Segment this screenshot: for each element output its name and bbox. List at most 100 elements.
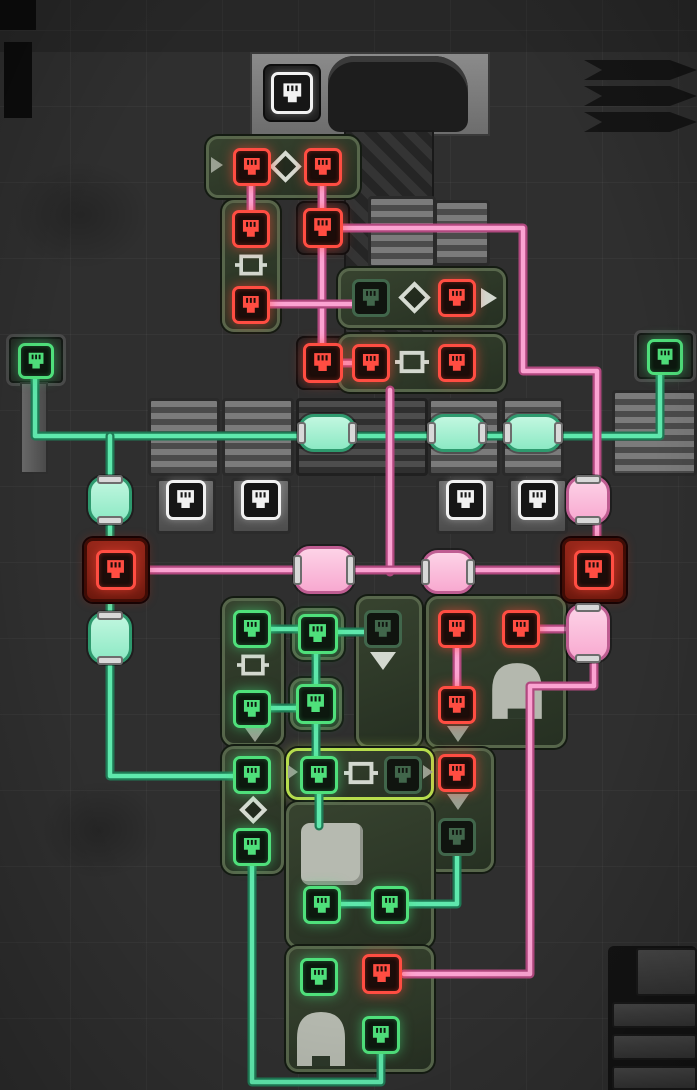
gate-port-inactive[interactable]	[384, 756, 422, 794]
port-plug-icon	[449, 620, 465, 637]
input-arrow	[288, 765, 298, 779]
gate-port-inactive[interactable]	[364, 610, 402, 648]
gate-port-green[interactable]	[233, 756, 271, 794]
box-port-red[interactable]	[96, 550, 136, 590]
gate-port-red[interactable]	[438, 754, 476, 792]
bridge-cap	[427, 421, 436, 445]
wire-bridge-pink[interactable]	[293, 546, 355, 594]
gate-port-red[interactable]	[438, 344, 476, 382]
port-plug-icon	[449, 764, 465, 781]
buffer-symbol	[344, 758, 378, 788]
sensor-port-green[interactable]	[647, 339, 683, 375]
gate-port-green[interactable]	[362, 1016, 400, 1054]
standalone-port-red[interactable]	[303, 343, 343, 383]
buffer-symbol	[395, 347, 429, 377]
port-plug-icon	[375, 620, 391, 637]
wire-bridge-teal[interactable]	[503, 414, 563, 452]
port-plug-icon	[314, 896, 330, 913]
bridge-cap	[574, 603, 602, 612]
automation-wire-teal[interactable]	[404, 853, 460, 907]
port-plug-icon	[449, 828, 465, 845]
building-port-white[interactable]	[446, 480, 486, 520]
terrain-shadow	[40, 780, 160, 880]
gate-port-red[interactable]	[352, 344, 390, 382]
port-plug-icon	[373, 1026, 389, 1043]
memory-symbol	[301, 823, 363, 885]
port-plug-icon	[177, 490, 195, 509]
tile-block	[4, 42, 32, 118]
gate-port-red[interactable]	[438, 279, 476, 317]
tile-block	[0, 0, 36, 30]
bridge-cap	[574, 654, 602, 663]
bridge-cap	[466, 558, 475, 586]
wire-bridge-pink[interactable]	[566, 603, 610, 663]
port-plug-icon	[107, 560, 125, 579]
port-plug-icon	[457, 490, 475, 509]
alarm-bell-symbol	[288, 1006, 354, 1070]
gate-port-green[interactable]	[371, 886, 409, 924]
gate-port-inactive[interactable]	[438, 818, 476, 856]
gate-port-green[interactable]	[233, 610, 271, 648]
wire-bridge-teal[interactable]	[88, 475, 132, 525]
wire-bridge-pink[interactable]	[566, 475, 610, 525]
building-port-white[interactable]	[241, 480, 281, 520]
gate-port-green[interactable]	[303, 886, 341, 924]
sensor-port-green[interactable]	[18, 343, 54, 379]
port-plug-icon	[395, 766, 411, 783]
gate-port-red[interactable]	[233, 148, 271, 186]
chevron-shape	[584, 60, 697, 80]
gate-port-red[interactable]	[438, 686, 476, 724]
port-plug-icon	[243, 296, 259, 313]
building-port-white[interactable]	[166, 480, 206, 520]
automation-wire-pink[interactable]	[339, 225, 600, 559]
automation-wire-teal[interactable]	[249, 861, 384, 1085]
port-plug-icon	[244, 158, 260, 175]
building-port-white[interactable]	[518, 480, 558, 520]
port-plug-icon	[315, 158, 331, 175]
gate-port-green[interactable]	[233, 828, 271, 866]
wire-bridge-teal[interactable]	[427, 414, 487, 452]
bridge-cap	[346, 555, 355, 585]
building-port-white[interactable]	[271, 72, 313, 114]
gate-port-green[interactable]	[300, 756, 338, 794]
output-arrow	[245, 728, 265, 742]
gate-port-green[interactable]	[233, 690, 271, 728]
bridge-cap	[96, 516, 124, 525]
port-plug-icon	[244, 620, 260, 637]
gate-port-red[interactable]	[232, 210, 270, 248]
gate-port-inactive[interactable]	[352, 279, 390, 317]
wire-bridge-pink[interactable]	[421, 550, 475, 594]
bridge-cap	[96, 611, 124, 620]
standalone-port-red[interactable]	[303, 208, 343, 248]
bridge-cap	[297, 421, 306, 445]
gate-port-red[interactable]	[362, 954, 402, 994]
gate-port-red[interactable]	[502, 610, 540, 648]
port-plug-icon	[585, 560, 603, 579]
gate-port-green[interactable]	[296, 684, 336, 724]
gate-port-green[interactable]	[298, 614, 338, 654]
bunker-slab	[612, 1066, 697, 1090]
terrain-shadow	[10, 160, 150, 270]
output-arrow	[481, 288, 497, 308]
automation-wire-pink[interactable]	[401, 598, 597, 977]
chevron-shape	[584, 86, 697, 106]
buffer-symbol	[237, 651, 269, 679]
bridge-cap	[348, 421, 357, 445]
port-plug-icon	[311, 968, 327, 985]
box-port-red[interactable]	[574, 550, 614, 590]
automation-wire-teal[interactable]	[402, 851, 462, 909]
port-plug-icon	[449, 354, 465, 371]
wire-bridge-teal[interactable]	[297, 414, 357, 452]
port-plug-icon	[529, 490, 547, 509]
bridge-cap	[96, 475, 124, 484]
gate-port-red[interactable]	[438, 610, 476, 648]
gate-port-red[interactable]	[304, 148, 342, 186]
not-triangle	[370, 652, 396, 670]
gate-port-green[interactable]	[300, 958, 338, 996]
automation-wire-pink[interactable]	[399, 596, 599, 979]
buffer-symbol	[235, 251, 267, 279]
gate-port-red[interactable]	[232, 286, 270, 324]
input-arrow	[211, 157, 223, 173]
dark-ceiling-band	[0, 0, 697, 52]
wire-bridge-teal[interactable]	[88, 611, 132, 665]
